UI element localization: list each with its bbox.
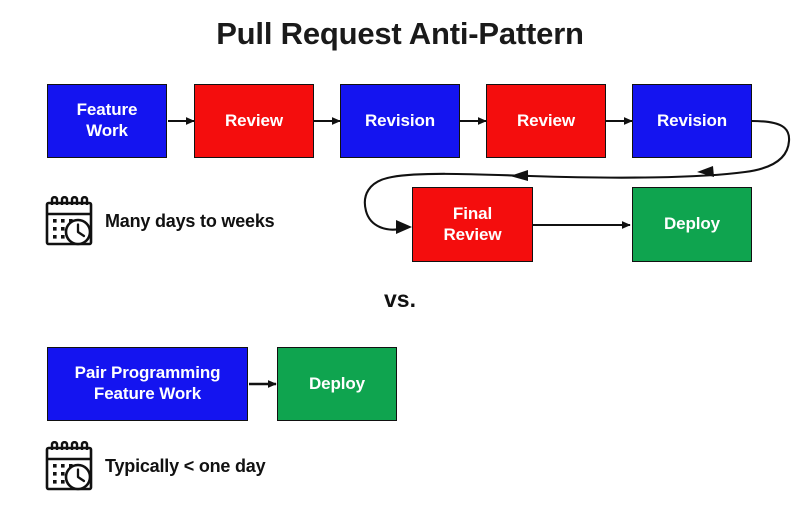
node-review-1[interactable]: Review — [194, 84, 314, 158]
node-revision-1[interactable]: Revision — [340, 84, 460, 158]
caption-text: Many days to weeks — [105, 210, 275, 231]
node-label-line1: Revision — [656, 110, 728, 130]
vs-divider-label: vs. — [384, 286, 416, 312]
node-pair-programming-feature-work[interactable]: Pair Programming Feature Work — [47, 347, 248, 421]
calendar-clock-icon — [45, 196, 93, 246]
node-feature-work[interactable]: Feature Work — [47, 84, 167, 158]
loopback-arrowhead-mid-right — [697, 166, 714, 177]
caption-typically-less-than-one-day: Typically < one day — [44, 441, 266, 491]
node-label-line1: Review — [225, 110, 283, 130]
node-label-line1: Deploy — [308, 373, 366, 393]
node-label-line1: Revision — [364, 110, 436, 130]
node-label-line2: Work — [86, 121, 128, 140]
node-label-line1: Feature — [76, 100, 138, 120]
caption-text: Typically < one day — [105, 455, 266, 476]
node-review-2[interactable]: Review — [486, 84, 606, 158]
node-revision-2[interactable]: Revision — [632, 84, 752, 158]
node-label-line2: Review — [443, 224, 502, 244]
loopback-arrowhead-final-review — [396, 220, 412, 234]
node-label-line1: Pair Programming — [74, 363, 221, 383]
node-deploy-anti-pattern[interactable]: Deploy — [632, 187, 752, 262]
caption-many-days-to-weeks: Many days to weeks — [44, 196, 275, 246]
node-label-line2: Feature Work — [93, 384, 202, 403]
calendar-clock-icon — [45, 441, 93, 491]
node-label-line1: Final — [452, 203, 493, 223]
loopback-arrowhead-mid-left — [510, 170, 528, 181]
node-final-review[interactable]: Final Review — [412, 187, 533, 262]
node-label-line1: Deploy — [663, 214, 721, 234]
node-deploy-pair-programming[interactable]: Deploy — [277, 347, 397, 421]
node-label-line1: Review — [517, 110, 575, 130]
page-title: Pull Request Anti-Pattern — [216, 16, 584, 51]
